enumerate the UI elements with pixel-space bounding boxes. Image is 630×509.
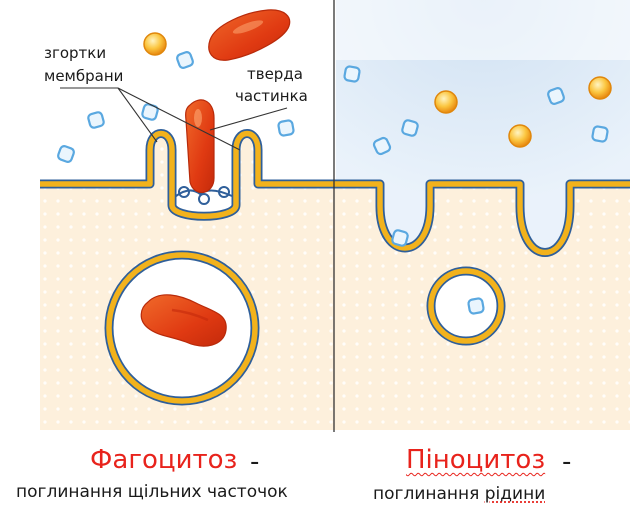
label-solid-particle-line2: частинка bbox=[235, 87, 308, 105]
solute-molecule-icon bbox=[468, 298, 484, 314]
label-solid-particle-line1: тверда bbox=[247, 65, 303, 83]
solute-molecule-icon bbox=[141, 103, 158, 120]
solid-particle-free bbox=[209, 10, 290, 60]
solute-molecule-icon bbox=[592, 126, 608, 142]
label-membrane-folds-line1: згортки bbox=[44, 44, 106, 62]
solute-molecule-icon bbox=[401, 119, 418, 136]
pinocytosis-subtitle: поглинання рідини bbox=[373, 484, 545, 504]
phagocytosis-title: Фагоцитоз bbox=[90, 445, 237, 475]
solute-molecule-icon bbox=[176, 51, 194, 69]
pinosome bbox=[431, 271, 501, 341]
solute-molecule-icon bbox=[344, 66, 360, 82]
solute-droplet-icon bbox=[509, 125, 531, 147]
pinocytosis-subtitle-prefix: поглинання bbox=[373, 484, 485, 504]
solute-molecule-icon bbox=[547, 87, 565, 105]
solute-molecule-icon bbox=[278, 120, 294, 136]
pinocytosis-title: Піноцитоз bbox=[406, 445, 545, 475]
solute-molecule-icon bbox=[87, 111, 104, 128]
solute-droplet-icon bbox=[589, 77, 611, 99]
solute-droplet-icon bbox=[435, 91, 457, 113]
solid-particle-engulfing bbox=[186, 100, 214, 193]
phagocytosis-dash: - bbox=[250, 447, 259, 477]
solute-droplet-icon bbox=[144, 33, 166, 55]
pinocytosis-subtitle-word: рідини bbox=[485, 484, 545, 504]
label-membrane-folds-line2: мембрани bbox=[44, 67, 123, 85]
solute-molecule-icon bbox=[57, 145, 75, 163]
phagocytosis-subtitle: поглинання щільних часточок bbox=[16, 482, 288, 502]
solute-molecule-icon bbox=[391, 229, 408, 246]
pinocytosis-dash: - bbox=[562, 447, 571, 477]
phagosome bbox=[109, 255, 255, 401]
